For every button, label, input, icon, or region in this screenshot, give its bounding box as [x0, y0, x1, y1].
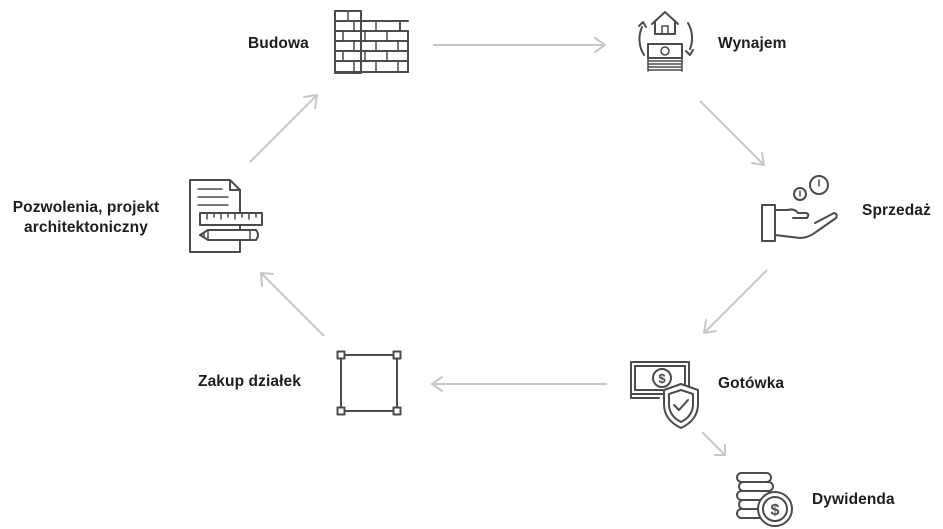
house-money-cycle-icon — [630, 3, 702, 80]
coin-stack-icon: $ — [735, 469, 795, 529]
step-label-wynajem: Wynajem — [718, 35, 787, 52]
svg-text:$: $ — [658, 371, 666, 386]
cash-shield-icon: $ — [629, 360, 701, 435]
step-label-gotowka: Gotówka — [718, 375, 785, 392]
step-label-sprzedaz: Sprzedaż — [862, 202, 931, 219]
step-label-zakup: Zakup działek — [198, 373, 301, 390]
step-label-budowa: Budowa — [248, 35, 309, 52]
hand-coins-icon — [760, 172, 840, 249]
land-plot-icon — [336, 350, 402, 421]
arrow-budowa-to-wynajem — [433, 37, 606, 53]
arrow-gotowka-to-dywidenda — [701, 431, 726, 456]
step-label-pozwolenia-line1: Pozwolenia, projekt — [12, 199, 160, 216]
step-label-pozwolenia: Pozwolenia, projekt architektoniczny — [0, 198, 172, 238]
arrow-sprzedaz-to-gotowka — [703, 269, 768, 334]
arrow-gotowka-to-zakup — [431, 376, 607, 392]
brick-wall-icon — [334, 9, 410, 80]
arrow-wynajem-to-sprzedaz — [699, 100, 765, 166]
svg-text:$: $ — [771, 502, 780, 519]
document-ruler-pencil-icon — [188, 178, 264, 259]
step-label-dywidenda: Dywidenda — [812, 491, 895, 508]
arrow-zakup-to-pozwolenia — [260, 272, 325, 337]
step-label-pozwolenia-line2: architektoniczny — [24, 219, 148, 236]
arrow-pozwolenia-to-budowa — [249, 94, 318, 163]
